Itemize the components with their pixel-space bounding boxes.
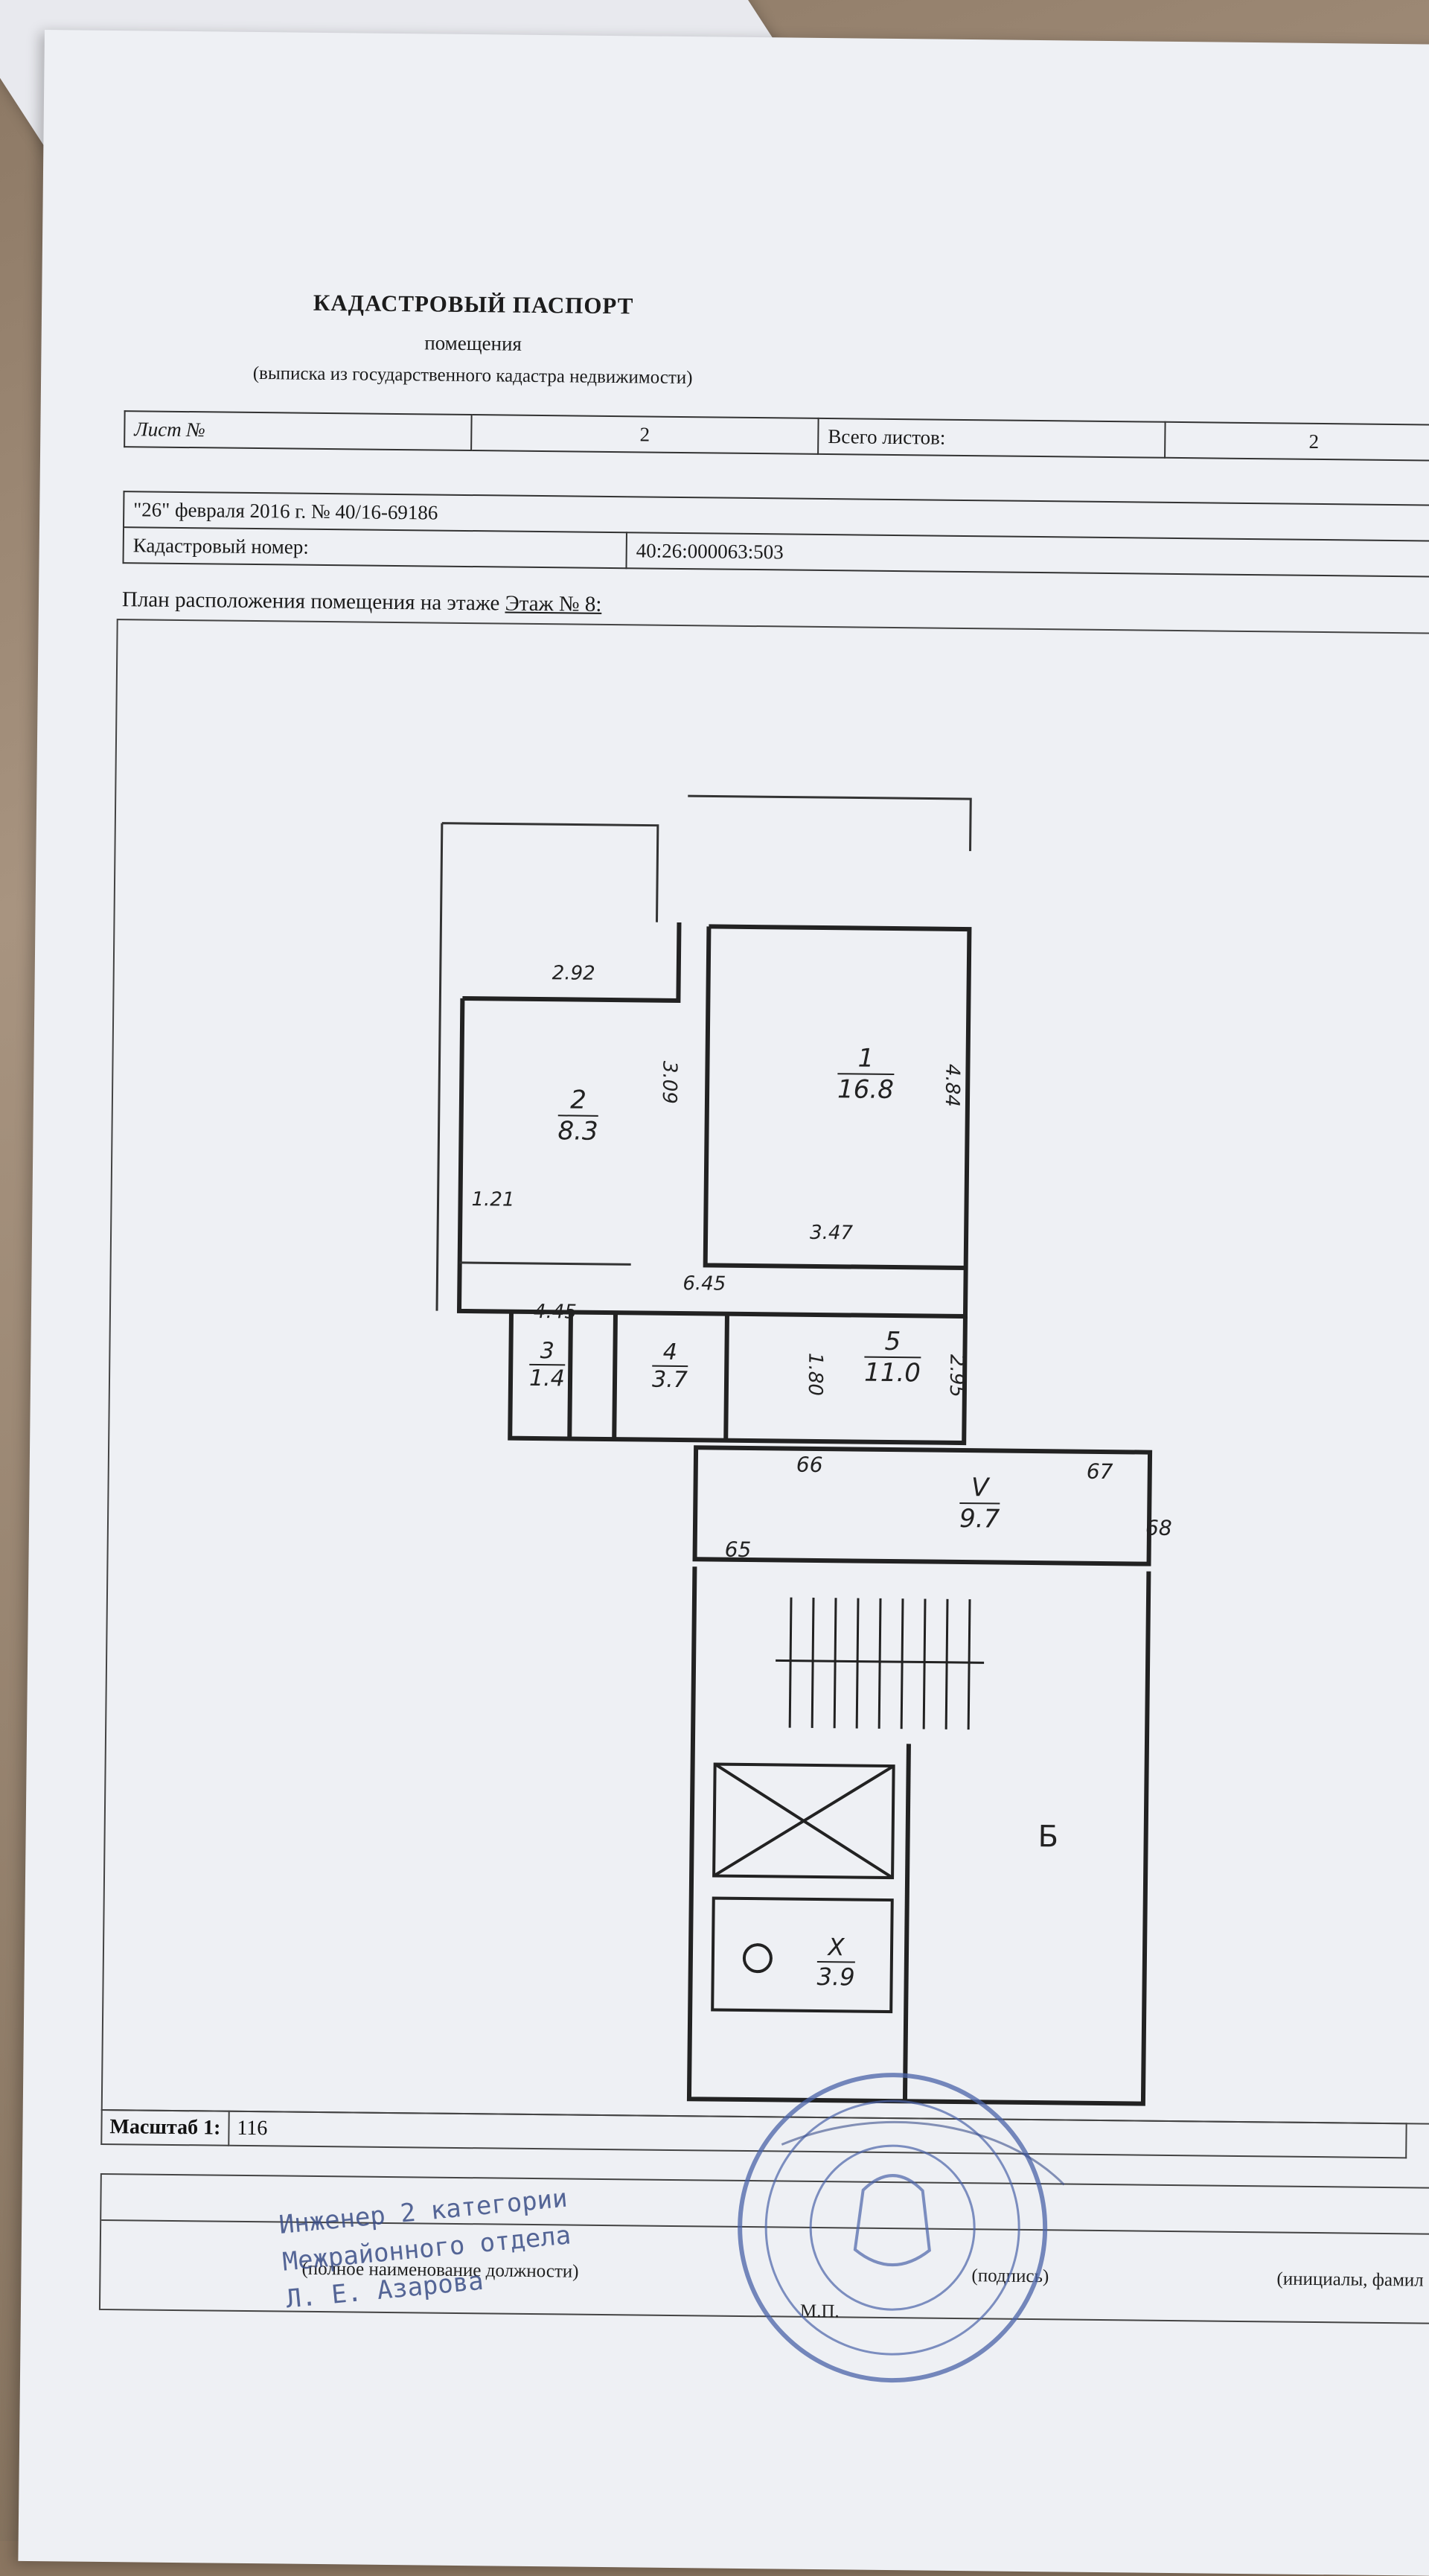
dim-67: 67 [1086, 1458, 1113, 1485]
dim-68: 68 [1145, 1515, 1172, 1540]
dim-6-45: 6.45 [682, 1272, 726, 1295]
storage-walls [567, 1312, 729, 1441]
document-subtitle: помещения [424, 331, 522, 355]
stair-partition [902, 1744, 911, 2102]
dim-65: 65 [724, 1537, 752, 1563]
thin-walls [435, 794, 972, 1311]
room-2-label: 2 8.3 [557, 1085, 598, 1147]
sheet-number: 2 [471, 415, 819, 454]
floor-number: Этаж № 8: [505, 591, 602, 616]
dim-3-47: 3.47 [809, 1221, 854, 1245]
room-v-number: V [971, 1473, 989, 1503]
room-2-number: 2 [569, 1085, 587, 1115]
dim-3-09: 3.09 [657, 1060, 681, 1104]
dim-66: 66 [796, 1452, 823, 1478]
dim-2-92: 2.92 [552, 962, 595, 985]
floor-plan-drawing [435, 794, 1153, 2106]
cadastral-number: 40:26:000063:503 [626, 532, 1429, 577]
room-labels-layer: 1 16.8 2 8.3 3 1.4 4 3.7 5 11.0 V 9.7 X … [101, 619, 1429, 2122]
cadastral-table: "26" февраля 2016 г. № 40/16-69186 Кадас… [122, 491, 1429, 578]
plan-caption: План расположения помещения на этаже [121, 587, 500, 616]
scale-label: Масштаб 1: [101, 2109, 229, 2146]
sheet-label: Лист № [124, 411, 472, 451]
room-5-number: 5 [884, 1326, 901, 1357]
room-3-area: 1.4 [528, 1363, 565, 1392]
room-2-wall [462, 922, 682, 1004]
document-sheet: КАДАСТРОВЫЙ ПАСПОРТ помещения (выписка и… [18, 30, 1429, 2576]
dim-4-84: 4.84 [940, 1063, 964, 1107]
document-note: (выписка из государственного кадастра не… [252, 363, 693, 389]
room-1-number: 1 [857, 1043, 875, 1074]
room-v-area: 9.7 [959, 1502, 1000, 1534]
room-1-label: 1 16.8 [837, 1043, 895, 1106]
hall-v-wall [692, 1445, 1153, 1566]
corridor-wall [508, 1311, 968, 1446]
room-4-number: 4 [662, 1339, 678, 1365]
plan-walls [456, 922, 1153, 2106]
plan-label: План расположения помещения на этаже Эта… [122, 587, 602, 617]
balcony-outline [435, 822, 659, 1311]
total-label: Всего листов: [818, 418, 1166, 458]
room-5-area: 11.0 [863, 1356, 921, 1389]
elevator-shaft [711, 1762, 895, 2014]
sheet-number-table: Лист № 2 Всего листов: 2 [124, 410, 1429, 462]
room-v-label: V 9.7 [959, 1473, 1000, 1534]
room-5-label: 5 11.0 [863, 1326, 921, 1389]
room-3-label: 3 1.4 [528, 1338, 565, 1392]
stair-treads [776, 1597, 985, 1730]
official-seal [738, 2073, 1065, 2383]
room-x-label: X 3.9 [816, 1933, 855, 1992]
dim-2-95: 2.95 [944, 1354, 968, 1398]
cadastral-label: Кадастровый номер: [123, 527, 627, 569]
stair-block-wall [686, 1566, 1151, 2106]
document-title: КАДАСТРОВЫЙ ПАСПОРТ [313, 289, 634, 319]
room-2-area: 8.3 [557, 1115, 598, 1147]
dim-1-21: 1.21 [471, 1188, 515, 1211]
room-x-area: 3.9 [816, 1961, 855, 1992]
room-4-area: 3.7 [651, 1365, 688, 1394]
stair-label: Б [1038, 1820, 1059, 1855]
dim-4-45: 4.45 [533, 1300, 578, 1324]
room-x-number: X [828, 1933, 845, 1962]
dim-1-80: 1.80 [803, 1352, 827, 1397]
room-1-wall [703, 926, 966, 1271]
room-1-area: 16.8 [837, 1073, 895, 1106]
top-wall [688, 794, 972, 852]
total-number: 2 [1165, 421, 1429, 461]
room-3-number: 3 [540, 1338, 555, 1365]
initials-caption: (инициалы, фамил [1276, 2269, 1424, 2291]
room-4-label: 4 3.7 [651, 1339, 688, 1394]
room-2-lower-line [459, 1261, 631, 1266]
